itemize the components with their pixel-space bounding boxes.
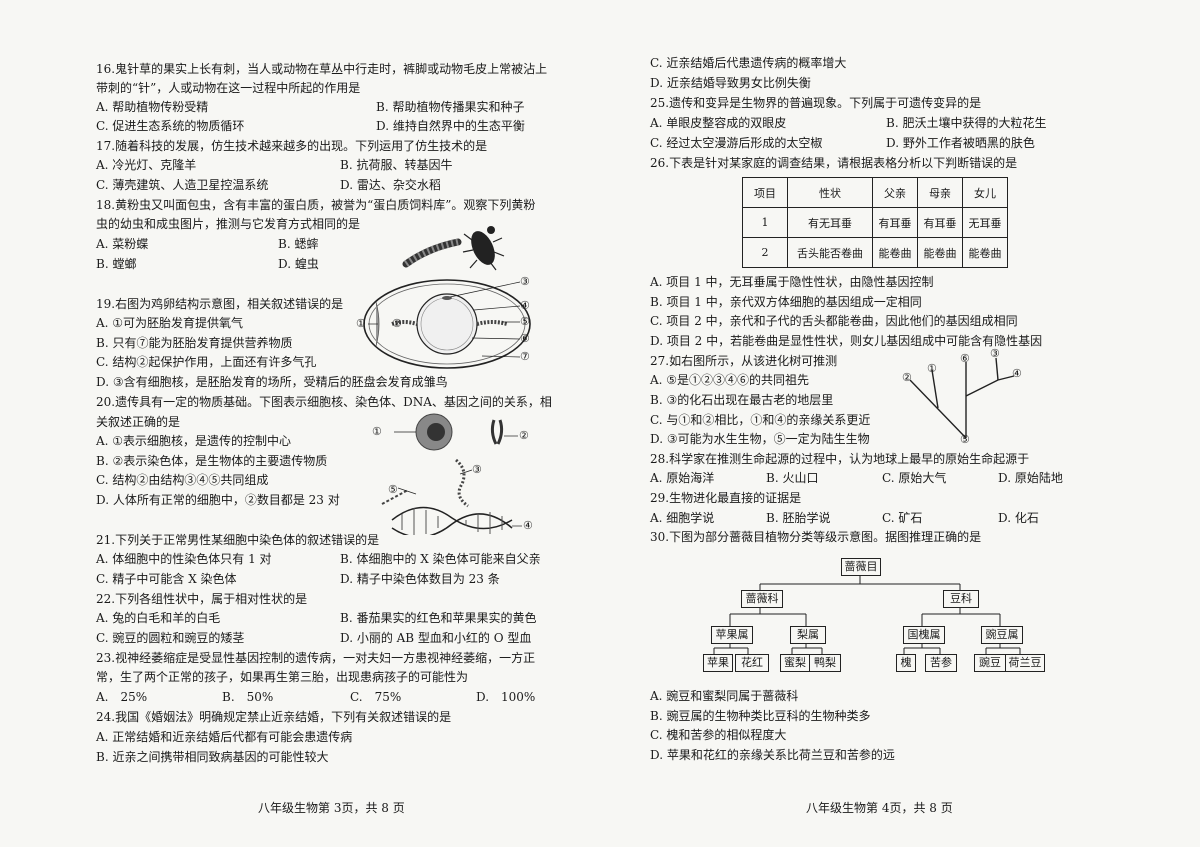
q16-stem-line1: 16.鬼针草的果实上长有刺，当人或动物在草丛中行走时，裤脚或动物毛皮上常被沾上: [96, 62, 548, 76]
q20-option-c: C. 结构②由结构③④⑤共同组成: [96, 473, 269, 487]
q22-option-b: B. 番茄果实的红色和苹果果实的黄色: [340, 611, 537, 625]
table-header-row: 项目 性状 父亲 母亲 女儿: [742, 177, 1008, 208]
dna-label-2: ②: [519, 429, 529, 442]
q22-stem: 22.下列各组性状中，属于相对性状的是: [96, 592, 308, 606]
egg-label-4: ④: [520, 299, 530, 312]
q17-option-d: D. 雷达、杂交水稻: [340, 178, 441, 192]
q22-option-d: D. 小丽的 AB 型血和小红的 O 型血: [340, 631, 532, 645]
q20-stem-line2: 关叙述正确的是: [96, 415, 181, 429]
table-header-cell: 女儿: [962, 177, 1008, 208]
q16-option-c: C. 促进生态系统的物质循环: [96, 119, 245, 133]
q24-option-d: D. 近亲结婚导致男女比例失衡: [650, 76, 811, 90]
q24-option-c: C. 近亲结婚后代患遗传病的概率增大: [650, 56, 847, 70]
q19-option-c: C. 结构②起保护作用，上面还有许多气孔: [96, 355, 317, 369]
table-cell: 有耳垂: [872, 207, 918, 238]
table-cell: 有无耳垂: [787, 207, 873, 238]
q17-option-a: A. 冷光灯、克隆羊: [96, 158, 197, 172]
q25-option-c: C. 经过太空漫游后形成的太空椒: [650, 136, 823, 150]
egg-label-5: ⑤: [520, 315, 530, 328]
q23-option-a: A. 25%: [96, 690, 148, 704]
dna-relationship-figure: [381, 413, 522, 535]
q18-option-b: B. 蟋蟀: [278, 237, 319, 251]
q18-stem-line2: 虫的幼虫和成虫图片，推测与它发育方式相同的是: [96, 217, 361, 231]
mealworm-beetle-image: [462, 226, 505, 271]
q19-stem: 19.右图为鸡卵结构示意图，相关叙述错误的是: [96, 297, 344, 311]
egg-structure-figure: [363, 279, 531, 369]
table-row: 2 舌头能否卷曲 能卷曲 能卷曲 能卷曲: [742, 237, 1008, 268]
q23-option-c: C. 75%: [350, 690, 402, 704]
q23-option-d: D. 100%: [476, 690, 536, 704]
dna-label-3: ③: [472, 463, 482, 476]
q19-option-b: B. 只有⑦能为胚胎发育提供营养物质: [96, 336, 293, 350]
q19-option-a: A. ①可为胚胎发育提供氧气: [96, 316, 244, 330]
q23-option-b: B. 50%: [222, 690, 274, 704]
q21-option-c: C. 精子中可能含 X 染色体: [96, 572, 237, 586]
q26-stem: 26.下表是针对某家庭的调查结果，请根据表格分析以下判断错误的是: [650, 156, 1018, 170]
q18-option-c: B. 螳螂: [96, 257, 137, 271]
mealworm-figure: [402, 226, 505, 271]
table-cell: 能卷曲: [917, 237, 963, 268]
q24-option-b: B. 近亲之间携带相同致病基因的可能性较大: [96, 750, 329, 764]
q25-option-b: B. 肥沃土壤中获得的大粒花生: [886, 116, 1047, 130]
egg-label-3: ③: [520, 275, 530, 288]
q24-stem: 24.我国《婚姻法》明确规定禁止近亲结婚，下列有关叙述错误的是: [96, 710, 452, 724]
q18-option-d: D. 蝗虫: [278, 257, 319, 271]
q20-option-d: D. 人体所有正常的细胞中，②数目都是 23 对: [96, 493, 340, 507]
right-page: C. 近亲结婚后代患遗传病的概率增大 D. 近亲结婚导致男女比例失衡 25.遗传…: [600, 0, 1200, 847]
egg-label-2: ②: [392, 317, 402, 330]
table-cell: 1: [742, 207, 788, 238]
q25-option-a: A. 单眼皮整容成的双眼皮: [650, 116, 787, 130]
q17-option-b: B. 抗荷服、转基因牛: [340, 158, 453, 172]
egg-label-7: ⑦: [520, 350, 530, 363]
q20-option-a: A. ①表示细胞核，是遗传的控制中心: [96, 434, 292, 448]
table-cell: 能卷曲: [872, 237, 918, 268]
q19-option-d: D. ③含有细胞核，是胚胎发育的场所，受精后的胚盘会发育成雏鸟: [96, 375, 448, 389]
dna-label-5: ⑤: [388, 483, 398, 496]
q21-option-b: B. 体细胞中的 X 染色体可能来自父亲: [340, 552, 541, 566]
q22-option-a: A. 兔的白毛和羊的白毛: [96, 611, 221, 625]
table-header-cell: 母亲: [917, 177, 963, 208]
q18-option-a: A. 菜粉蝶: [96, 237, 149, 251]
egg-label-6: ⑥: [520, 332, 530, 345]
mealworm-larva-image: [402, 238, 462, 268]
egg-label-1: ①: [356, 317, 366, 330]
q16-option-a: A. 帮助植物传粉受精: [96, 100, 209, 114]
q17-option-c: C. 薄壳建筑、人造卫星控温系统: [96, 178, 269, 192]
q23-stem-line2: 常，生了两个正常的孩子，如果再生第三胎，出现患病孩子的可能性为: [96, 670, 469, 684]
family-survey-table: 项目 性状 父亲 母亲 女儿 1 有无耳垂 有耳垂 有耳垂 无耳垂 2 舌头能否…: [742, 177, 1008, 268]
table-cell: 能卷曲: [962, 237, 1008, 268]
q21-option-d: D. 精子中染色体数目为 23 条: [340, 572, 500, 586]
table-cell: 2: [742, 237, 788, 268]
q16-option-b: B. 帮助植物传播果实和种子: [376, 100, 525, 114]
table-header-cell: 父亲: [872, 177, 918, 208]
q18-stem-line1: 18.黄粉虫又叫面包虫，含有丰富的蛋白质，被誉为“蛋白质饲料库”。观察下列黄粉: [96, 198, 536, 212]
left-page-footer: 八年级生物第 3页，共 8 页: [258, 801, 405, 815]
table-cell: 有耳垂: [917, 207, 963, 238]
q20-stem-line1: 20.遗传具有一定的物质基础。下图表示细胞核、染色体、DNA、基因之间的关系，相: [96, 395, 552, 409]
q21-stem: 21.下列关于正常男性某细胞中染色体的叙述错误的是: [96, 533, 380, 547]
dna-label-1: ①: [372, 425, 382, 438]
q20-option-b: B. ②表示染色体，是生物体的主要遗传物质: [96, 454, 328, 468]
q21-option-a: A. 体细胞中的性染色体只有 1 对: [96, 552, 272, 566]
q17-stem: 17.随着科技的发展，仿生技术越来越多的出现。下列运用了仿生技术的是: [96, 139, 488, 153]
dna-label-4: ④: [523, 519, 533, 532]
q24-option-a: A. 正常结婚和近亲结婚后代都有可能会患遗传病: [96, 730, 353, 744]
q23-stem-line1: 23.视神经萎缩症是受显性基因控制的遗传病，一对夫妇一方患视神经萎缩，一方正: [96, 651, 536, 665]
q25-option-d: D. 野外工作者被晒黑的肤色: [886, 136, 1035, 150]
q22-option-c: C. 豌豆的圆粒和豌豆的矮茎: [96, 631, 245, 645]
q25-stem: 25.遗传和变异是生物界的普遍现象。下列属于可遗传变异的是: [650, 96, 982, 110]
q16-stem-line2: 带刺的“针”，人或动物在这一过程中所起的作用是: [96, 81, 361, 95]
table-header-cell: 性状: [787, 177, 873, 208]
table-cell: 无耳垂: [962, 207, 1008, 238]
table-header-cell: 项目: [742, 177, 788, 208]
q16-option-d: D. 维持自然界中的生态平衡: [376, 119, 525, 133]
table-cell: 舌头能否卷曲: [787, 237, 873, 268]
table-row: 1 有无耳垂 有耳垂 有耳垂 无耳垂: [742, 207, 1008, 238]
left-page: 16.鬼针草的果实上长有刺，当人或动物在草丛中行走时，裤脚或动物毛皮上常被沾上 …: [96, 62, 552, 815]
